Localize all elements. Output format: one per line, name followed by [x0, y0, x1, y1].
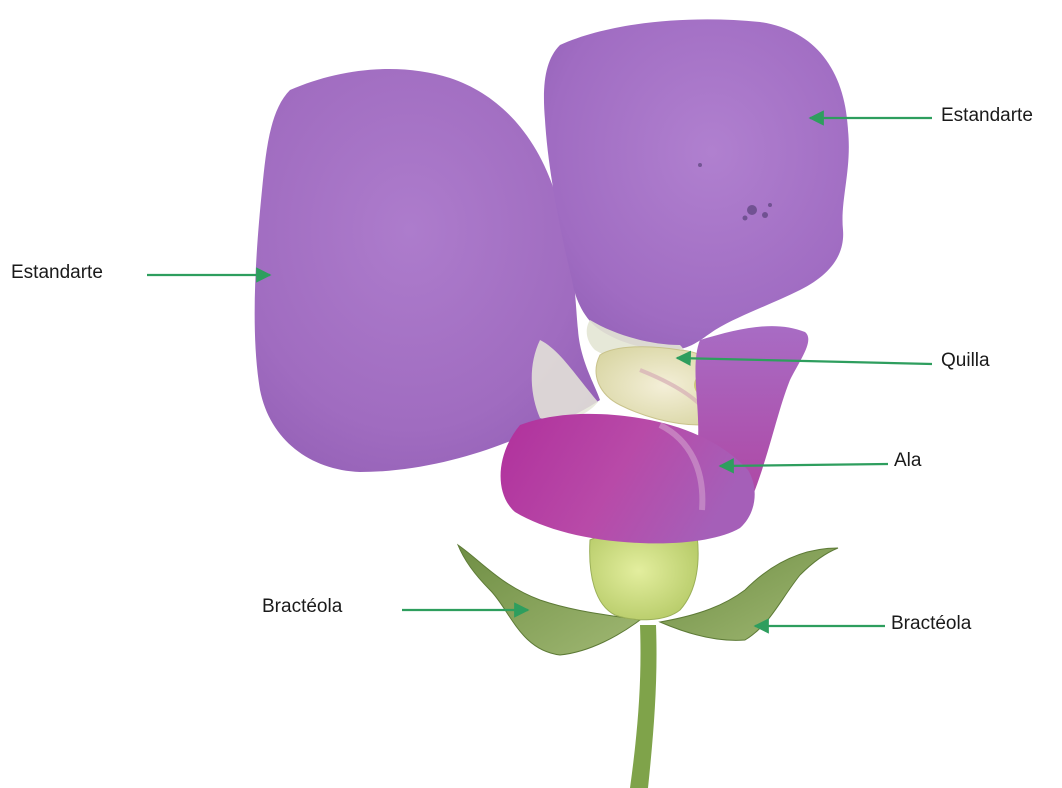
stem	[630, 625, 657, 788]
label-estandarte-right: Estandarte	[941, 106, 1033, 125]
calyx	[590, 531, 698, 620]
standard-petal-right	[544, 19, 849, 350]
label-estandarte-left: Estandarte	[11, 263, 103, 282]
label-bracteola-right: Bractéola	[891, 614, 971, 633]
label-quilla: Quilla	[941, 351, 990, 370]
label-ala: Ala	[894, 451, 921, 470]
label-bracteola-left: Bractéola	[262, 597, 342, 616]
